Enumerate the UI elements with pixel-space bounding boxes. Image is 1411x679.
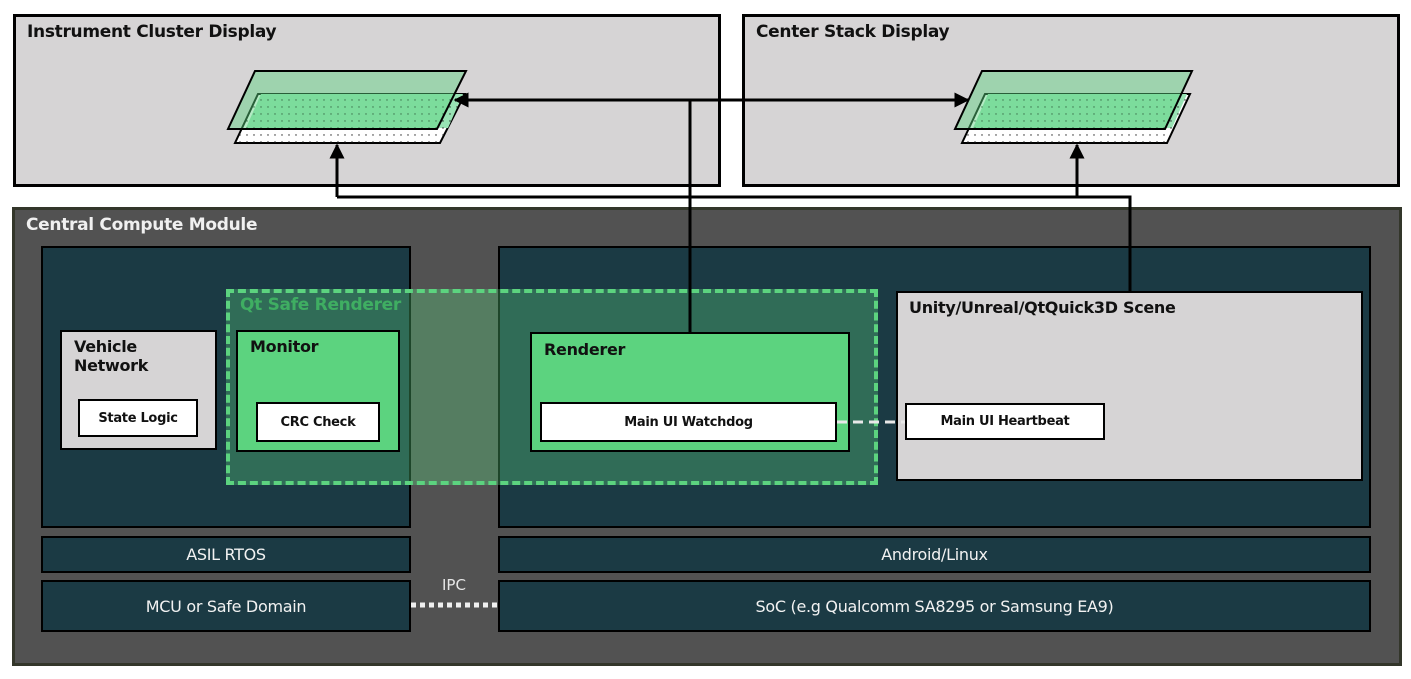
monitor-title: Monitor bbox=[250, 337, 319, 356]
center-stack-title: Center Stack Display bbox=[756, 22, 950, 42]
crc-check-box: CRC Check bbox=[256, 402, 380, 442]
asil-rtos-bar: ASIL RTOS bbox=[41, 536, 411, 573]
android-linux-bar: Android/Linux bbox=[498, 536, 1371, 573]
vehicle-network-title: Vehicle Network bbox=[74, 337, 149, 375]
main-ui-watchdog-box: Main UI Watchdog bbox=[540, 402, 837, 442]
renderer-title: Renderer bbox=[544, 340, 626, 359]
central-compute-title: Central Compute Module bbox=[26, 215, 258, 235]
instrument-cluster-display: Instrument Cluster Display bbox=[13, 14, 721, 187]
scene-box: Unity/Unreal/QtQuick3D Scene bbox=[896, 291, 1363, 481]
qt-safe-renderer-title: Qt Safe Renderer bbox=[240, 295, 401, 315]
state-logic-box: State Logic bbox=[78, 399, 198, 437]
soc-bar: SoC (e.g Qualcomm SA8295 or Samsung EA9) bbox=[498, 580, 1371, 632]
instrument-cluster-title: Instrument Cluster Display bbox=[27, 22, 277, 42]
ipc-label: IPC bbox=[442, 576, 466, 594]
main-ui-heartbeat-box: Main UI Heartbeat bbox=[905, 403, 1105, 440]
mcu-safe-domain-bar: MCU or Safe Domain bbox=[41, 580, 411, 632]
center-stack-display: Center Stack Display bbox=[742, 14, 1400, 187]
scene-title: Unity/Unreal/QtQuick3D Scene bbox=[909, 298, 1176, 317]
